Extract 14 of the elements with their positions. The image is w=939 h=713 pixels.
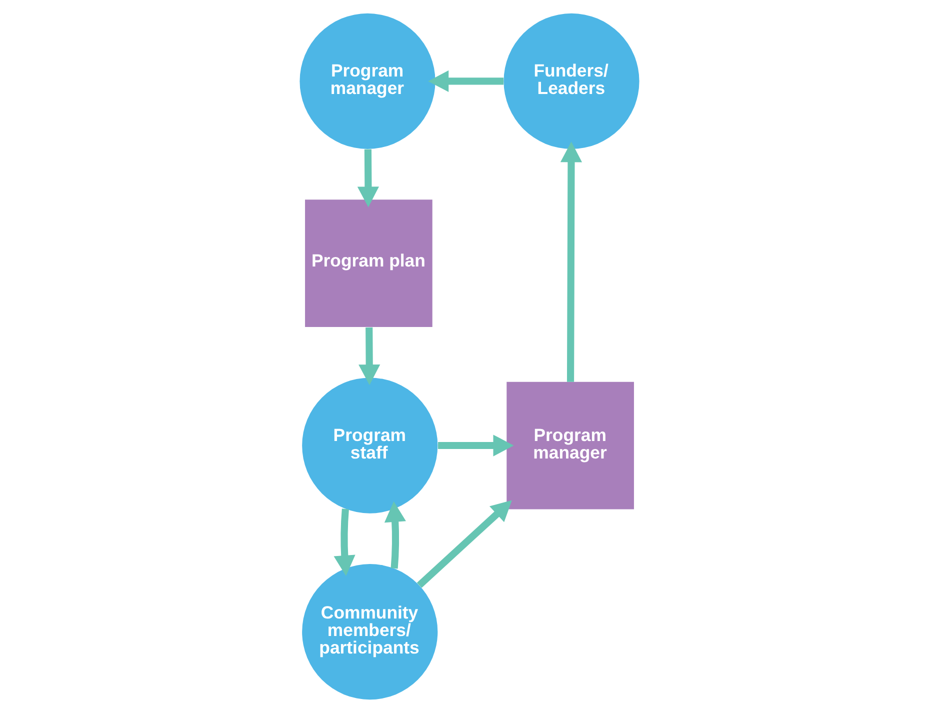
node-circle: Community members/ participants	[302, 564, 438, 700]
arrow	[428, 70, 504, 92]
arrow	[358, 327, 380, 386]
arrow	[384, 501, 406, 569]
arrow	[357, 149, 379, 208]
arrow	[560, 142, 582, 382]
arrow	[334, 508, 356, 576]
node-circle: Funders/ Leaders	[504, 13, 640, 149]
node-box: Program plan	[305, 200, 432, 328]
arrow	[416, 500, 512, 588]
node-circle: Program manager	[300, 13, 436, 149]
node-box: Program manager	[506, 382, 634, 510]
arrow	[438, 434, 514, 456]
node-circle: Program staff	[302, 378, 438, 514]
